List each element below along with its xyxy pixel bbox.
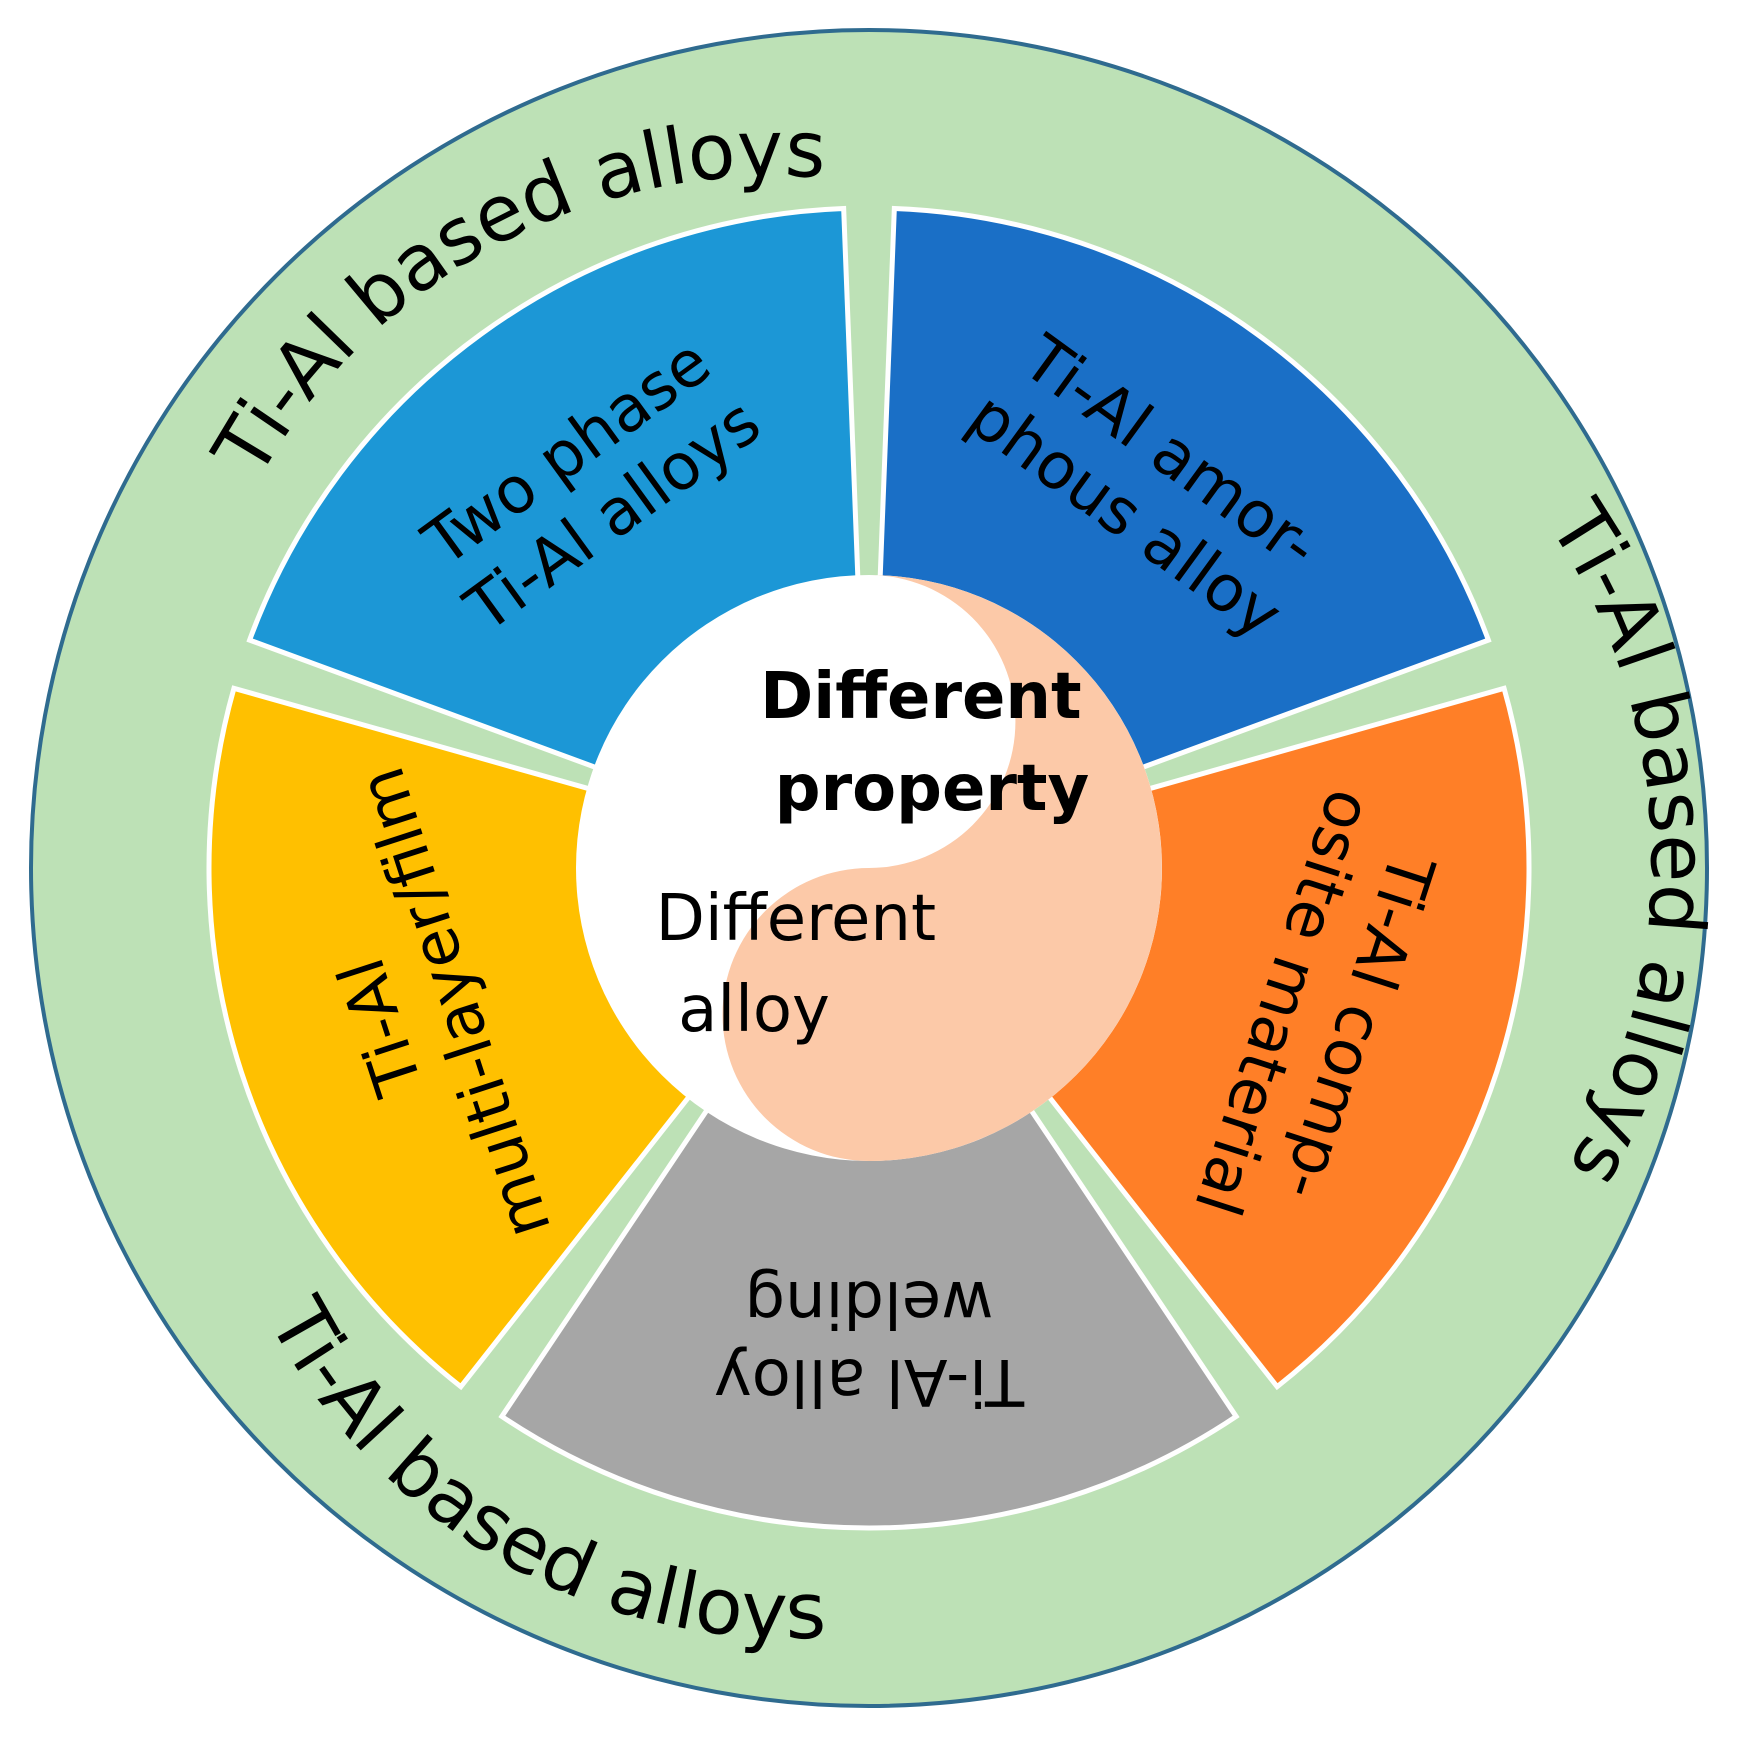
center-bottom-label: Different alloy [656, 882, 957, 1047]
center-property-half [722, 575, 1162, 1161]
segment-label-line: welding [744, 1266, 993, 1340]
segment-label-welding: Ti-Al alloywelding [714, 1266, 1025, 1418]
center-top-label: Different property [760, 660, 1104, 826]
segment-label-line: Ti-Al alloy [714, 1344, 1025, 1418]
